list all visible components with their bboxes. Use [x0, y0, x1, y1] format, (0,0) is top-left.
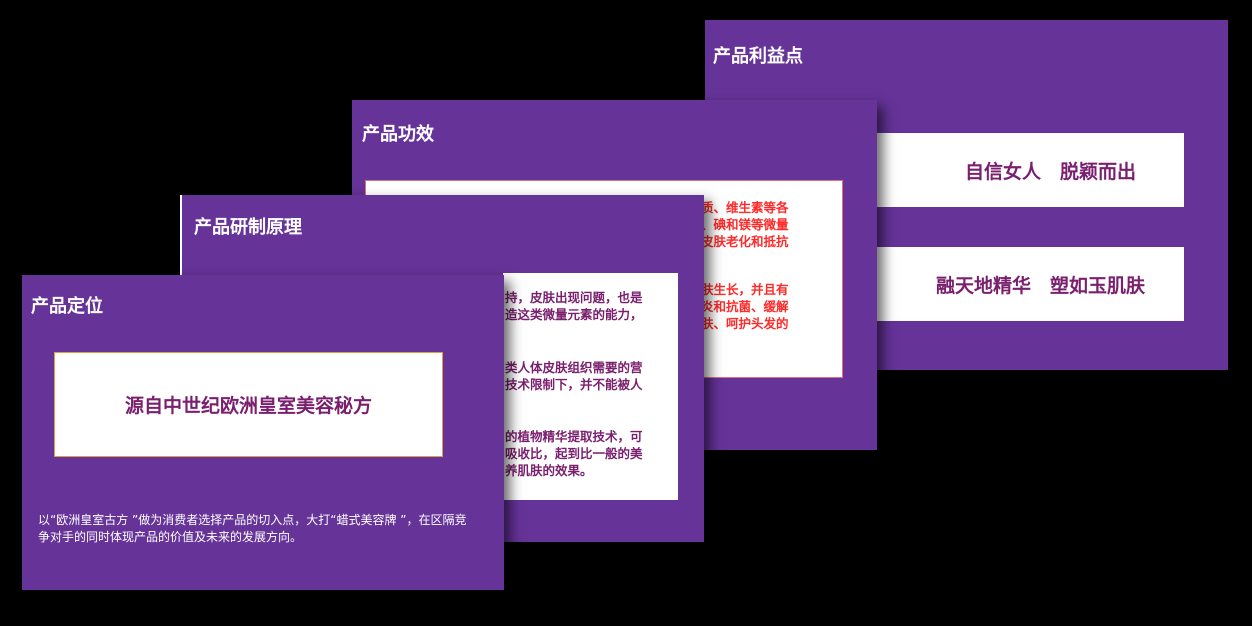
benefit-box: 融天地精华 塑如玉肌肤	[877, 247, 1184, 321]
principle-line: 吸收比，起到比一般的美	[505, 446, 643, 461]
efficacy-line: 肤、呵护头发的	[701, 316, 789, 331]
principle-line: 造这类微量元素的能力，	[505, 307, 643, 322]
positioning-box: 源自中世纪欧洲皇室美容秘方	[54, 352, 443, 457]
efficacy-line: 皮肤老化和抵抗	[701, 234, 789, 249]
efficacy-line: 、碘和镁等微量	[701, 217, 789, 232]
slide-product-positioning: 产品定位 源自中世纪欧洲皇室美容秘方 以“欧洲皇室古方 ”做为消费者选择产品的切…	[22, 275, 504, 590]
principle-box: 持，皮肤出现问题，也是 造这类微量元素的能力， 类人体皮肤组织需要的营 技术限制…	[503, 273, 678, 500]
positioning-headline: 源自中世纪欧洲皇室美容秘方	[124, 395, 372, 417]
efficacy-line: 质、维生素等各	[701, 200, 789, 215]
principle-line: 持，皮肤出现问题，也是	[505, 290, 643, 305]
principle-line: 类人体皮肤组织需要的营	[505, 360, 643, 375]
principle-line: 养肌肤的效果。	[505, 463, 593, 478]
efficacy-line: 肤生长，并且有	[701, 282, 789, 297]
benefit-text: 自信女人 脱颖而出	[964, 160, 1136, 183]
benefit-box: 自信女人 脱颖而出	[877, 133, 1184, 207]
slide-title: 产品利益点	[713, 46, 803, 67]
positioning-description: 以“欧洲皇室古方 ”做为消费者选择产品的切入点，大打“蜡式美容牌 ”，在区隔竞争…	[38, 513, 467, 544]
slide-title: 产品功效	[362, 124, 434, 145]
slide-title: 产品定位	[31, 296, 103, 317]
principle-line: 的植物精华提取技术，可	[505, 429, 643, 444]
benefit-text: 融天地精华 塑如玉肌肤	[935, 274, 1145, 297]
principle-line: 技术限制下，并不能被人	[505, 377, 643, 392]
efficacy-line: 炎和抗菌、缓解	[701, 299, 789, 314]
slide-title: 产品研制原理	[194, 217, 302, 238]
